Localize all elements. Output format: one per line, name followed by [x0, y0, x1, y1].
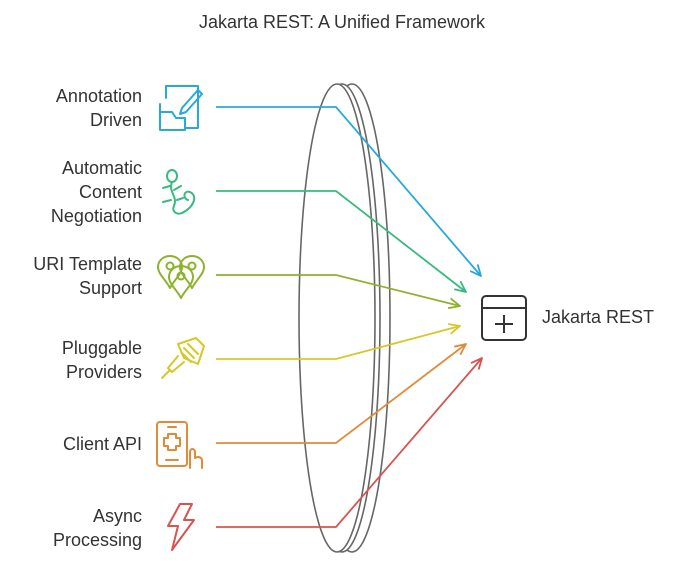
feature-label-line: Async: [92, 506, 142, 526]
connector-line: [216, 190, 467, 293]
feature-label-line: URI Template: [33, 254, 142, 274]
arrow-head: [454, 280, 467, 293]
lizard-icon: [162, 169, 196, 215]
connector-line: [216, 274, 461, 307]
arrow-head: [470, 357, 483, 370]
feature-label-line: Pluggable: [61, 338, 142, 358]
map-pins-icon: [157, 255, 205, 299]
feature-label-line: Driven: [89, 110, 142, 130]
connector-line: [216, 357, 483, 528]
plug-connector-icon: [161, 337, 205, 379]
feature-label-line: Client API: [62, 434, 142, 454]
mobile-tap-icon: [156, 421, 203, 469]
connector-line: [216, 343, 467, 444]
connector-line: [216, 106, 482, 277]
feature-label-annotation-driven: Annotation Driven: [0, 84, 142, 132]
diagram-title: Jakarta REST: A Unified Framework: [198, 12, 486, 32]
feature-label-line: Providers: [65, 362, 142, 382]
feature-label-async-processing: Async Processing: [0, 504, 142, 552]
arrow-head: [469, 264, 482, 277]
target-label: Jakarta REST: [542, 307, 655, 327]
connector-line: [216, 325, 461, 360]
feature-label-line: Negotiation: [50, 206, 142, 226]
connectors: [216, 106, 483, 528]
feature-label-pluggable-providers: Pluggable Providers: [0, 336, 142, 384]
feature-label-line: Automatic: [61, 158, 142, 178]
arrow-head: [447, 297, 461, 310]
lens-shape: [298, 83, 391, 553]
feature-label-line: Processing: [52, 530, 142, 550]
feature-label-client-api: Client API: [0, 432, 142, 456]
feature-label-line: Annotation: [55, 86, 142, 106]
arrow-head: [447, 323, 461, 335]
feature-label-line: Content: [78, 182, 142, 202]
feature-label-content-negotiation: Automatic Content Negotiation: [0, 156, 142, 228]
lightning-icon: [167, 503, 195, 551]
folder-edit-icon: [159, 85, 203, 131]
arrow-head: [454, 343, 467, 356]
plus-box-icon: [481, 295, 527, 341]
feature-label-line: Support: [78, 278, 142, 298]
feature-label-uri-template: URI Template Support: [0, 252, 142, 300]
